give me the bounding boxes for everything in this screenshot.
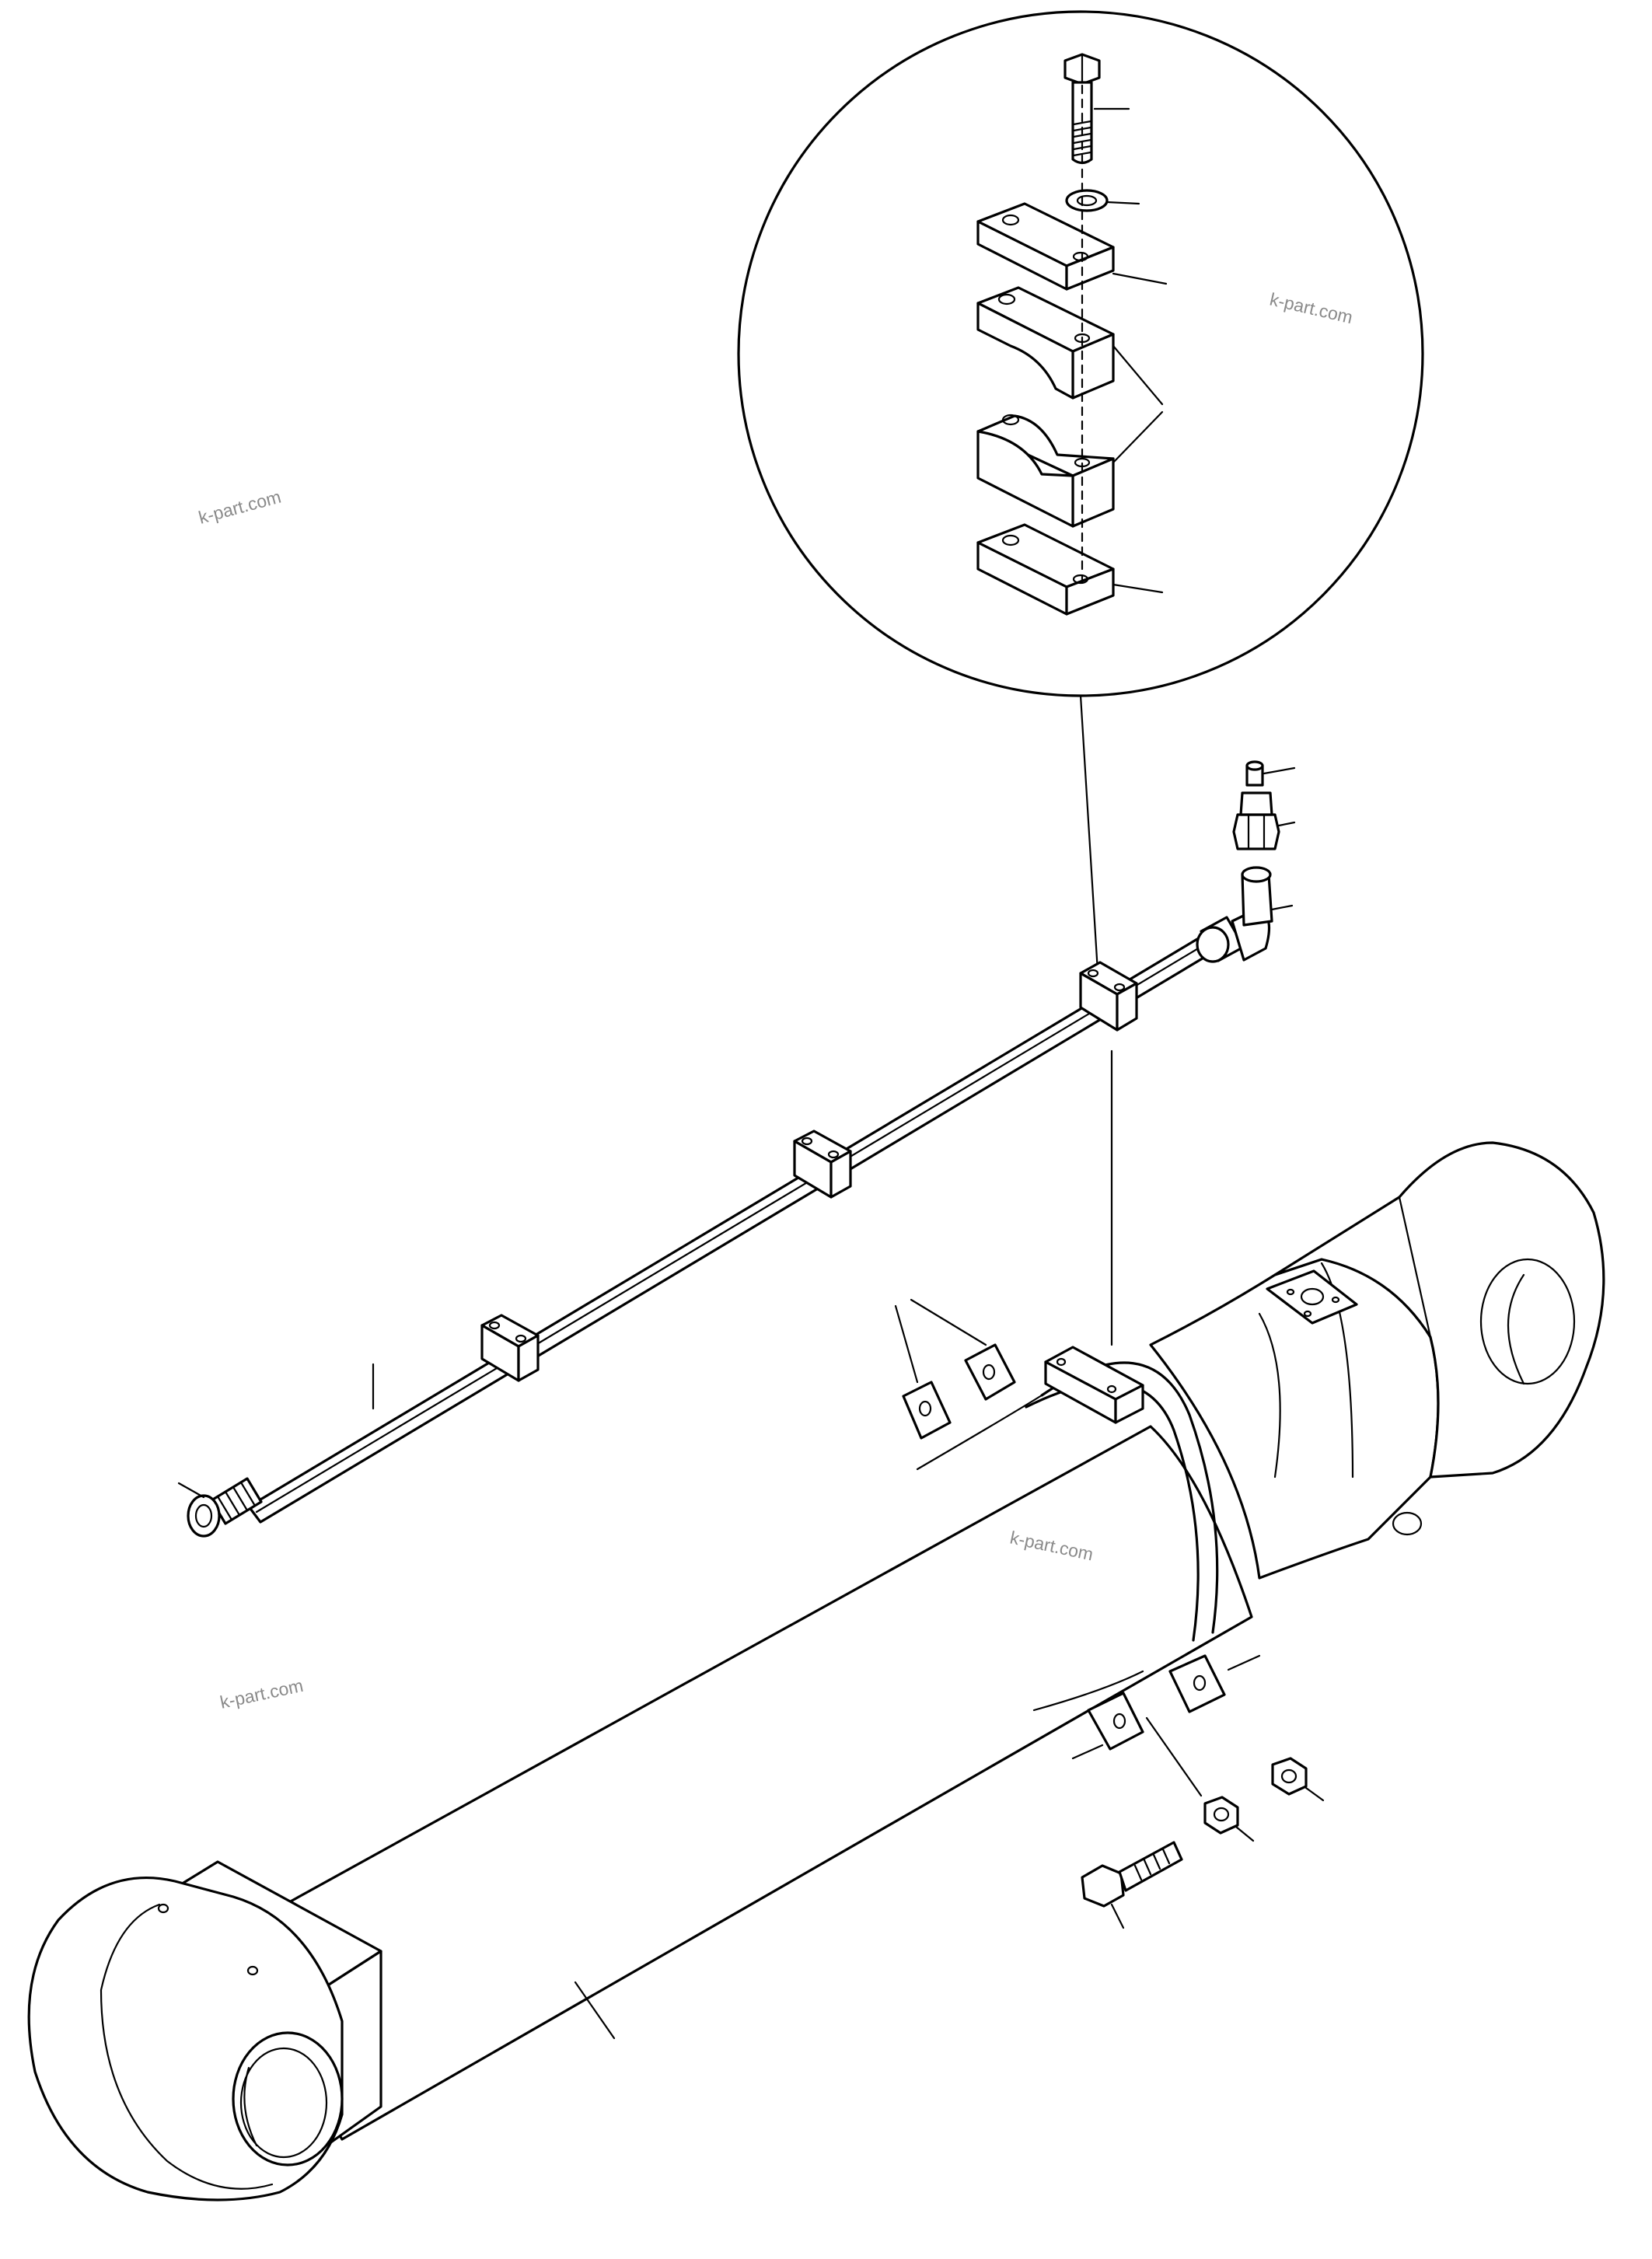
detail-leader-lines: [1093, 107, 1168, 594]
clamp-cover-plate-top: [976, 202, 1115, 291]
clamp-washer: [1065, 189, 1109, 212]
band-clamp-nut-1: [1203, 1796, 1255, 1842]
band-clamp: [894, 1298, 1261, 1797]
grease-nipple: [1245, 760, 1296, 787]
grease-pipe: [247, 937, 1210, 1524]
pipe-clamp-3: [1079, 961, 1138, 1032]
pipe-clamp-1: [480, 1314, 540, 1382]
hydraulic-cylinder: [27, 1141, 1605, 2201]
detail-view: [737, 10, 1424, 973]
watermark-text: k-part.com: [218, 1675, 306, 1713]
elbow-fitting: [1196, 866, 1294, 963]
clamp-half-lower: [976, 414, 1115, 528]
watermark-text: k-part.com: [1268, 289, 1355, 328]
clamp-cover-plate-bottom: [976, 523, 1115, 616]
watermark-text: k-part.com: [197, 487, 284, 528]
pipe-end-fitting: [177, 1477, 263, 1538]
pipe-clamp-2: [793, 1130, 852, 1199]
band-clamp-bolt: [1081, 1841, 1183, 1929]
band-clamp-nut-2: [1271, 1757, 1325, 1802]
clamp-half-upper: [976, 286, 1115, 400]
clamp-bolt: [1063, 53, 1101, 165]
hex-adapter: [1232, 791, 1296, 850]
